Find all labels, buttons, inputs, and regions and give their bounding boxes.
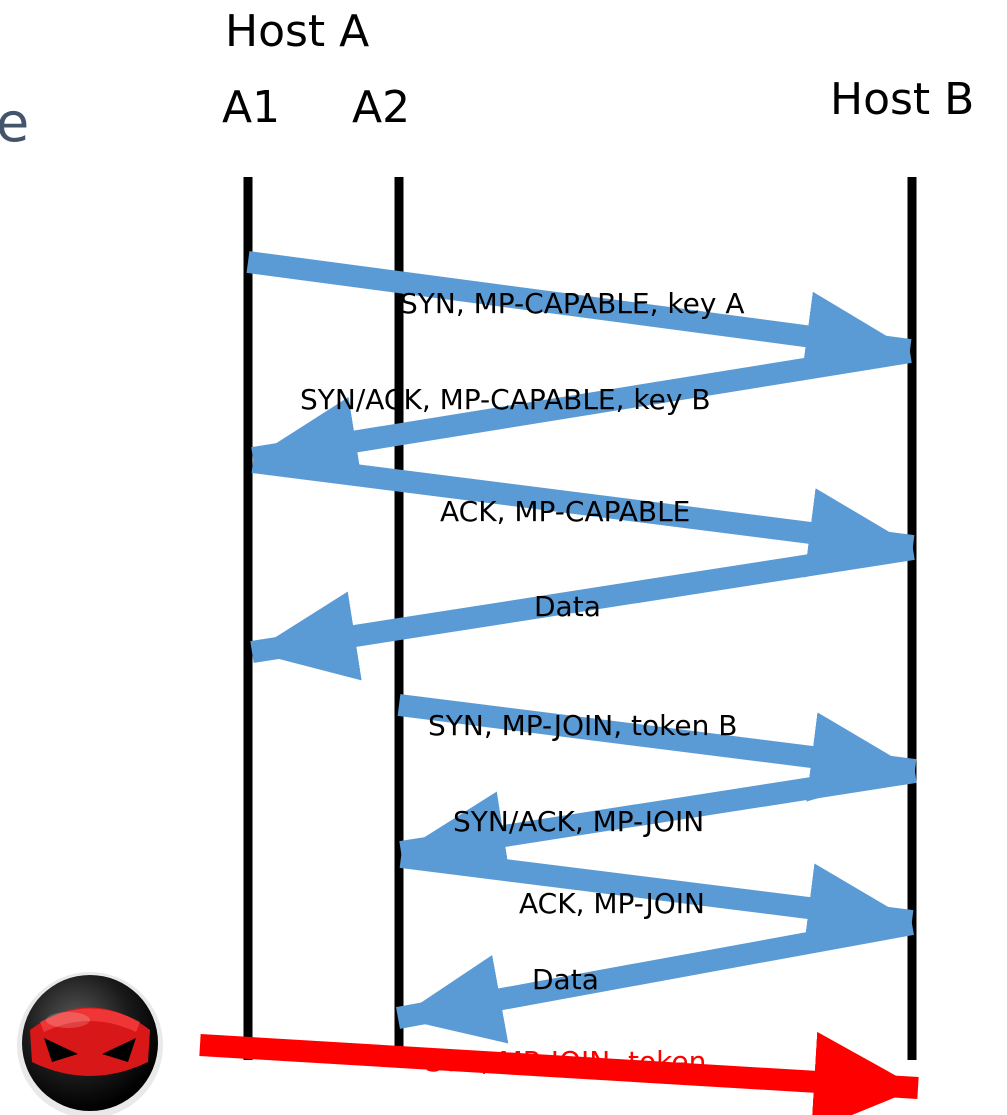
arrow-data-2 — [398, 924, 912, 1018]
msg-label-4: Data — [534, 593, 601, 621]
ninja-attacker-icon — [17, 972, 163, 1115]
msg-label-2: SYN/ACK, MP-CAPABLE, key B — [300, 386, 711, 414]
msg-label-7: ACK, MP-JOIN — [519, 890, 705, 918]
msg-label-5: SYN, MP-JOIN, token B — [428, 712, 737, 740]
msg-label-1: SYN, MP-CAPABLE, key A — [400, 290, 744, 318]
msg-label-6: SYN/ACK, MP-JOIN — [453, 808, 704, 836]
msg-label-9-attacker: SYN, MP-JOIN, token — [425, 1048, 706, 1076]
msg-label-3: ACK, MP-CAPABLE — [440, 498, 690, 526]
msg-label-8: Data — [532, 966, 599, 994]
